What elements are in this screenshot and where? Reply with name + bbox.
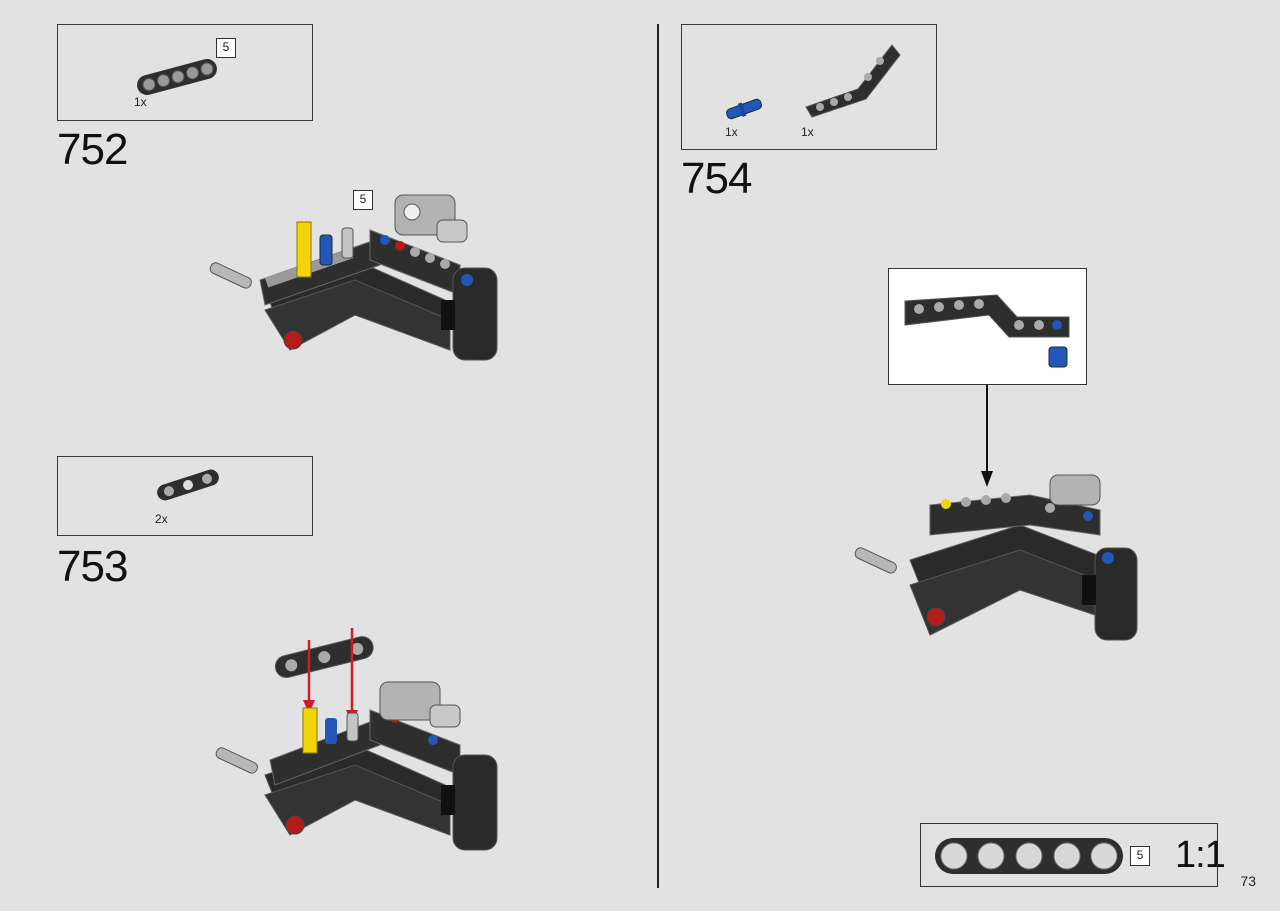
step-752-assembly-image: [209, 194, 498, 361]
beam-3-part-image: [157, 469, 219, 501]
angled-beam-part-image: [805, 44, 901, 118]
callout-arrow: [981, 385, 993, 487]
part-length-badge: 5: [216, 38, 236, 58]
step-753-assembly-image: [215, 628, 498, 851]
step-754-assembly-image: [854, 474, 1138, 641]
part-quantity: 1x: [134, 95, 147, 109]
part-quantity: 2x: [155, 512, 168, 526]
part-quantity: 1x: [801, 125, 814, 139]
scale-ratio: 1:1: [1175, 834, 1226, 876]
page-number: 73: [1240, 873, 1256, 889]
blue-pin-part-image: [726, 98, 762, 120]
beam-5-part-image: [137, 58, 217, 96]
model-length-badge: 5: [353, 190, 373, 210]
step-754-parts-box: 1x 1x: [681, 24, 937, 150]
callout-box: [888, 268, 1087, 385]
step-number: 754: [681, 154, 752, 203]
step-number: 753: [57, 542, 128, 591]
angled-beam-with-pin-image: [904, 294, 1070, 368]
step-752-parts-box: 1x 5: [57, 24, 313, 121]
column-divider: [657, 24, 659, 888]
step-753-parts-box: 2x: [57, 456, 313, 536]
beam-5-scale-image: [935, 838, 1123, 874]
step-number: 752: [57, 125, 128, 174]
part-quantity: 1x: [725, 125, 738, 139]
scale-length-badge: 5: [1130, 846, 1150, 866]
scale-box: 5 1:1: [920, 823, 1226, 887]
